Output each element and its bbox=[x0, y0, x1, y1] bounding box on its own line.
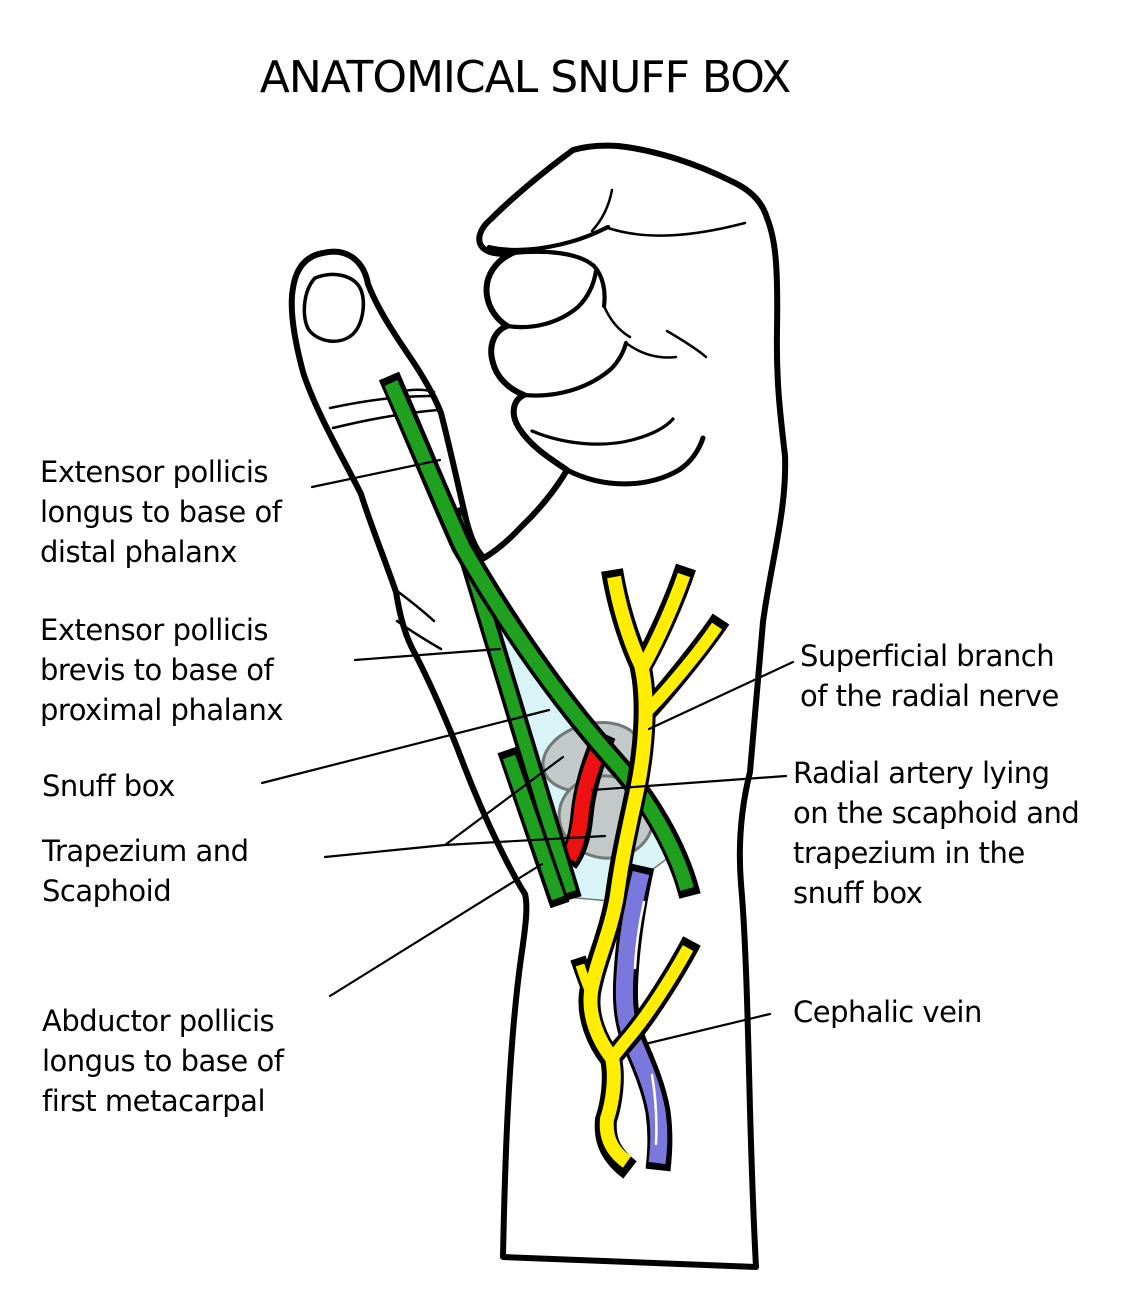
leader-bones bbox=[323, 755, 607, 859]
label-radial-artery: Radial artery lying on the scaphoid and … bbox=[793, 756, 1080, 910]
thumb-nail bbox=[302, 272, 366, 343]
leader-epl bbox=[310, 458, 442, 489]
label-superficial-radial-nerve: Superficial branch of the radial nerve bbox=[800, 639, 1059, 713]
label-abductor-pollicis-longus: Abductor pollicis longus to base of firs… bbox=[42, 1004, 284, 1118]
label-snuff-box: Snuff box bbox=[42, 769, 175, 803]
label-extensor-pollicis-longus: Extensor pollicis longus to base of dist… bbox=[40, 455, 282, 569]
apl-tendon bbox=[502, 754, 565, 901]
palm-creases bbox=[391, 586, 443, 651]
leader-epb bbox=[353, 647, 502, 662]
page-title: ANATOMICAL SNUFF BOX bbox=[259, 52, 792, 103]
leader-lines bbox=[260, 458, 795, 1046]
epl-tendon bbox=[384, 380, 694, 891]
radial-nerve bbox=[570, 563, 730, 1179]
label-cephalic-vein: Cephalic vein bbox=[793, 995, 982, 1029]
tendons bbox=[378, 371, 701, 909]
radial-nerve-fill bbox=[575, 572, 722, 1168]
vein-highlights bbox=[633, 900, 658, 1146]
leader-vein bbox=[643, 1012, 772, 1046]
leader-snuffbox bbox=[260, 708, 551, 785]
radial-artery-fill bbox=[562, 736, 610, 862]
leader-artery bbox=[590, 774, 788, 792]
fist-creases bbox=[486, 188, 747, 487]
label-extensor-pollicis-brevis: Extensor pollicis brevis to base of prox… bbox=[40, 613, 284, 727]
leader-apl bbox=[328, 862, 544, 998]
label-trapezium-scaphoid: Trapezium and Scaphoid bbox=[42, 834, 249, 908]
radial-artery bbox=[557, 729, 616, 869]
leader-nerve bbox=[647, 660, 795, 731]
